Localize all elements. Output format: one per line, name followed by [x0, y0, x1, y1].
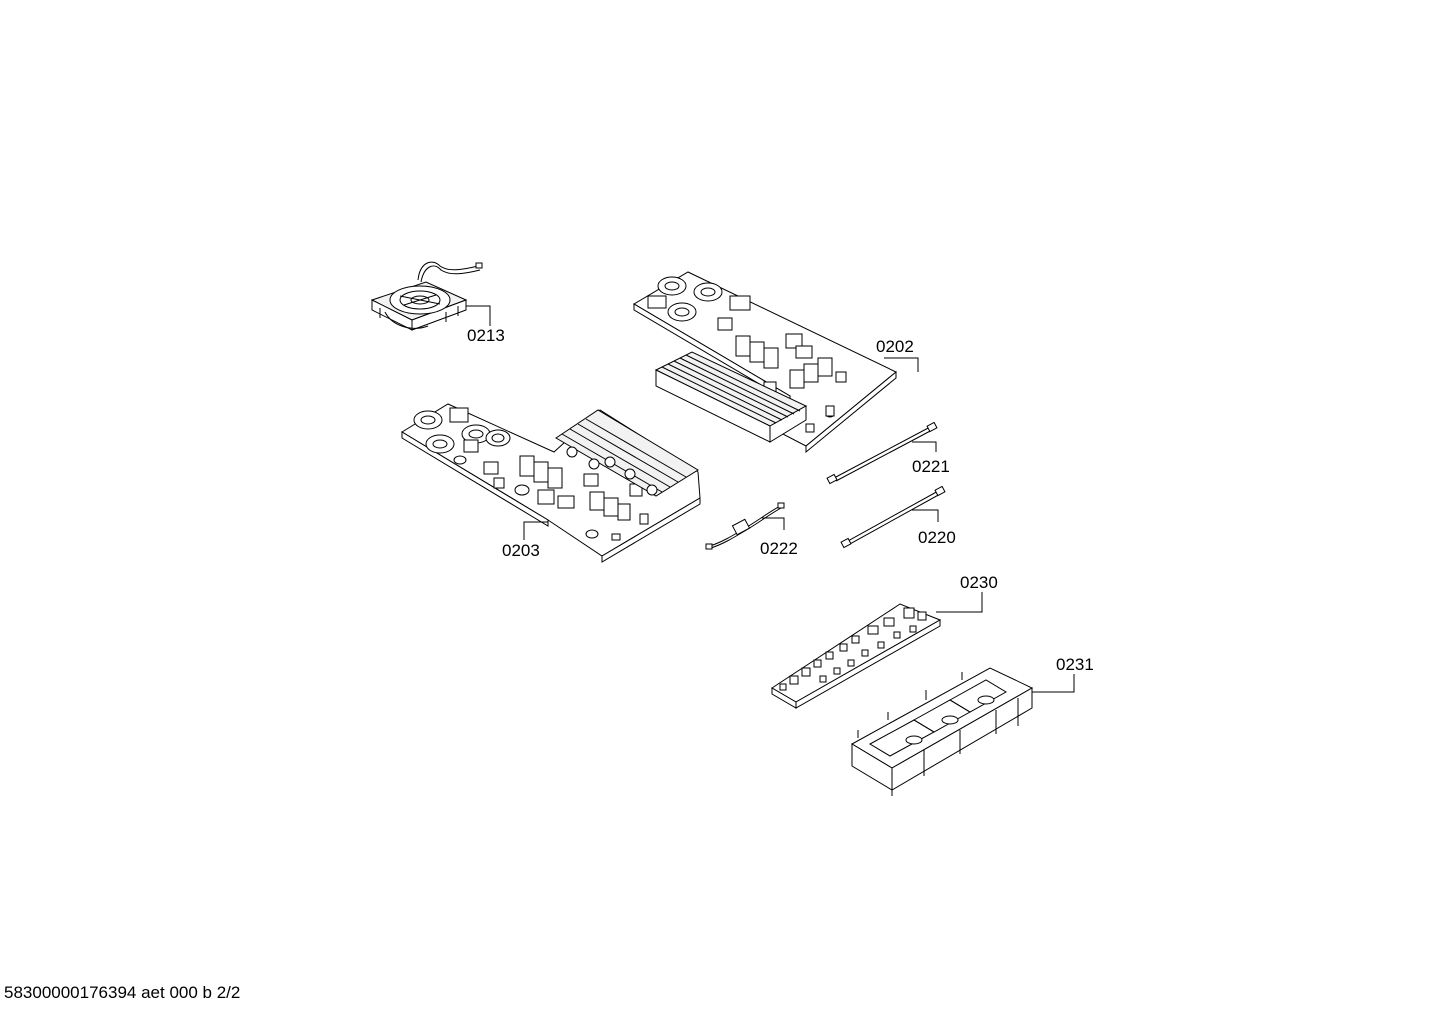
fan-drawing[interactable] — [370, 261, 491, 331]
part-label-0213[interactable]: 0213 — [467, 326, 505, 345]
part-label-0231[interactable]: 0231 — [1056, 655, 1094, 674]
ferrite-cable-drawing[interactable] — [705, 502, 785, 550]
part-label-0203[interactable]: 0203 — [502, 541, 540, 560]
ribbon-cable-a-drawing[interactable] — [826, 421, 938, 485]
part-label-0221[interactable]: 0221 — [912, 457, 950, 476]
part-label-0230[interactable]: 0230 — [960, 573, 998, 592]
control-board-drawing[interactable] — [771, 592, 983, 709]
part-label-0222[interactable]: 0222 — [760, 539, 798, 558]
drawing-id-footer: 58300000176394 aet 000 b 2/2 — [4, 983, 241, 1002]
control-frame-drawing[interactable] — [850, 667, 1075, 796]
power-board-upper-drawing[interactable] — [633, 271, 919, 454]
part-label-0220[interactable]: 0220 — [918, 528, 956, 547]
part-label-0202[interactable]: 0202 — [876, 337, 914, 356]
ribbon-cable-b-drawing[interactable] — [840, 485, 946, 549]
power-board-lower-drawing[interactable] — [401, 403, 701, 563]
